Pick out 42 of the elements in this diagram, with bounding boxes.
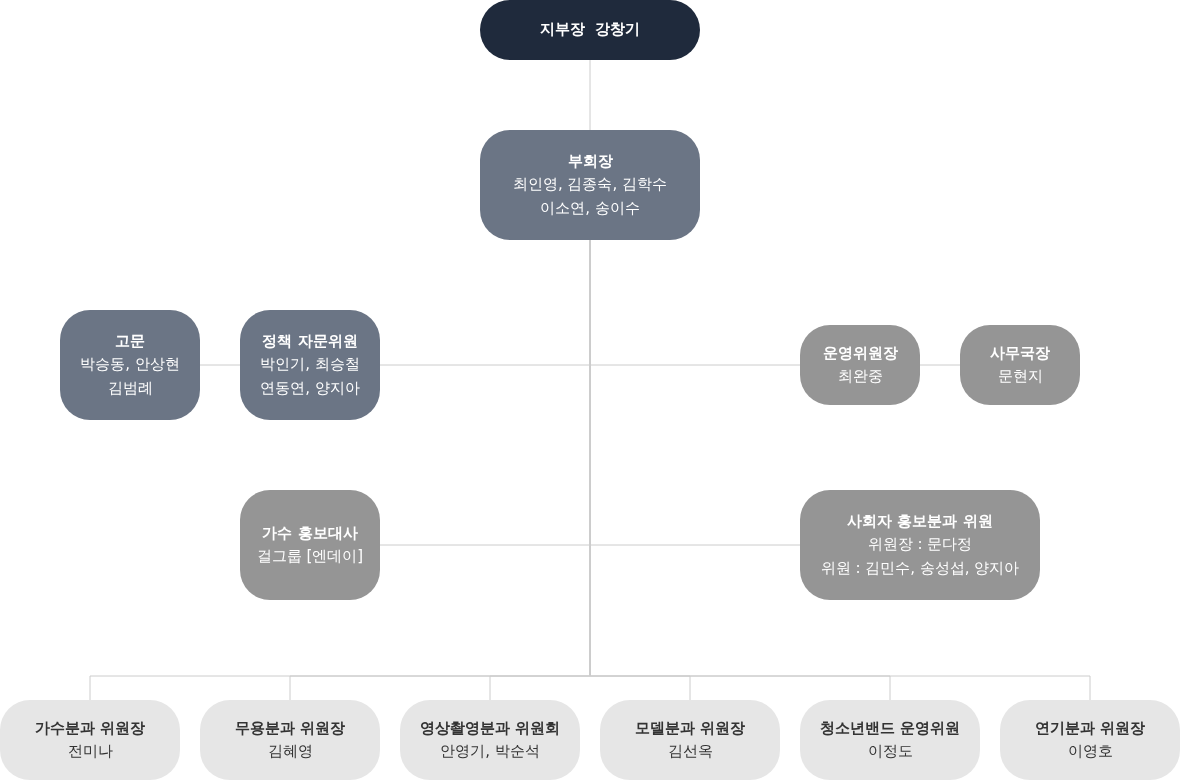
member-names: 최인영, 김종숙, 김학수 이소연, 송이수 [511,174,669,219]
org-box [200,700,380,780]
role-title: 정책 자문위원 [262,331,358,353]
org-box [480,130,700,240]
org-box [600,700,780,780]
org-box [240,490,380,600]
org-box [1000,700,1180,780]
role-title: 무용분과 위원장 [234,717,346,739]
member-names: 이정도 [867,741,913,762]
member-names: 전미나 [67,741,113,762]
role-title: 지부장 강창기 [539,19,641,41]
org-box [60,310,200,420]
member-names: 박인기, 최승철 연동연, 양지아 [259,354,361,399]
role-title: 사회자 홍보분과 위원 [847,511,993,533]
member-names: 위원장 : 문다정 [867,534,973,556]
member-names: 문현지 [997,366,1043,387]
role-title: 고문 [115,331,145,353]
role-title: 부회장 [567,151,613,173]
org-box [800,700,980,780]
org-box [240,310,380,420]
role-title: 운영위원장 [822,342,898,364]
role-title: 청소년밴드 운영위원 [819,717,961,739]
member-names: 위원 : 김민수, 송성섭, 양지아 [820,557,1020,579]
org-box [400,700,580,780]
org-box [800,325,920,405]
role-title: 연기분과 위원장 [1034,717,1146,739]
member-names: 박승동, 안상현 김범례 [79,354,181,399]
member-names: 걸그룹 [엔데이] [256,546,364,567]
role-title: 모델분과 위원장 [634,717,746,739]
role-title: 가수분과 위원장 [34,717,146,739]
org-box [960,325,1080,405]
role-title: 사무국장 [990,342,1050,364]
member-names: 안영기, 박순석 [440,741,540,762]
org-box [480,0,700,60]
member-names: 김혜영 [267,741,313,762]
member-names: 최완중 [837,366,883,387]
role-title: 가수 홍보대사 [262,522,358,544]
member-names: 이영호 [1067,741,1113,762]
member-names: 김선옥 [667,741,713,762]
role-title: 영상촬영분과 위원회 [419,717,561,739]
org-box [800,490,1040,600]
org-box [0,700,180,780]
